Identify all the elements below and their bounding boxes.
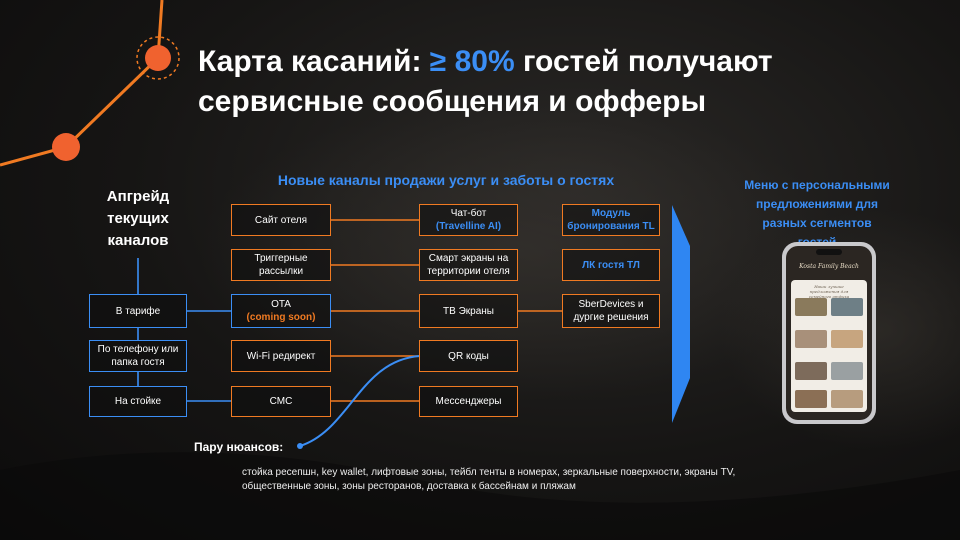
- offer-thumbnail: [795, 362, 827, 380]
- offer-thumbnail: [795, 390, 827, 408]
- channel-messengers: Мессенджеры: [419, 386, 518, 417]
- channel-chatbot: Чат-бот(Travelline AI): [419, 204, 518, 236]
- offers-sheet: Наши лучшие предложения для семейного от…: [791, 280, 867, 412]
- upgrade-box-tariff: В тарифе: [89, 294, 187, 328]
- upgrade-box-phone: По телефону или папка гостя: [89, 340, 187, 372]
- channel-qr-codes: QR коды: [419, 340, 518, 372]
- offer-thumbnail: [795, 330, 827, 348]
- page-title: Карта касаний: ≥ 80% гостей получают сер…: [198, 45, 773, 118]
- channel-trigger-mailing: Триггерные рассылки: [231, 249, 331, 281]
- offer-thumbnail: [831, 390, 863, 408]
- title-accent-percent: ≥ 80%: [429, 45, 515, 78]
- upgrade-heading: Апгрейд текущих каналов: [106, 188, 170, 249]
- channel-ota: OTA(coming soon): [231, 294, 331, 328]
- menu-heading: Меню с персональными предложениями для р…: [744, 178, 890, 249]
- offer-thumbnail: [831, 298, 863, 316]
- channel-wifi-redirect: Wi-Fi редирект: [231, 340, 331, 372]
- channel-guest-account: ЛК гостя ТЛ: [562, 249, 660, 281]
- nuances-text: стойка ресепшн, key wallet, лифтовые зон…: [242, 467, 736, 492]
- phone-mockup: Kosta Family Beach Наши лучшие предложен…: [782, 242, 876, 424]
- offer-thumbnail: [831, 362, 863, 380]
- offer-thumbnail: [831, 330, 863, 348]
- channel-sms: СМС: [231, 386, 331, 417]
- phone-hotel-title: Kosta Family Beach: [799, 263, 859, 270]
- nuances-label: Пару нюансов:: [194, 440, 284, 454]
- upgrade-box-desk: На стойке: [89, 386, 187, 417]
- channel-booking-module: Модуль бронирования TL: [562, 204, 660, 236]
- channel-sberdevices: SberDevices и дургие решения: [562, 294, 660, 328]
- channel-tv-screens: ТВ Экраны: [419, 294, 518, 328]
- phone-screen: Kosta Family Beach Наши лучшие предложен…: [786, 246, 872, 420]
- new-channels-heading: Новые каналы продажи услуг и заботы о го…: [277, 172, 615, 188]
- offer-thumbnail: [795, 298, 827, 316]
- channel-smart-screens: Смарт экраны на территории отеля: [419, 249, 518, 281]
- channel-hotel-site: Сайт отеля: [231, 204, 331, 236]
- phone-offers-subtitle: Наши лучшие предложения для семейного от…: [808, 284, 850, 299]
